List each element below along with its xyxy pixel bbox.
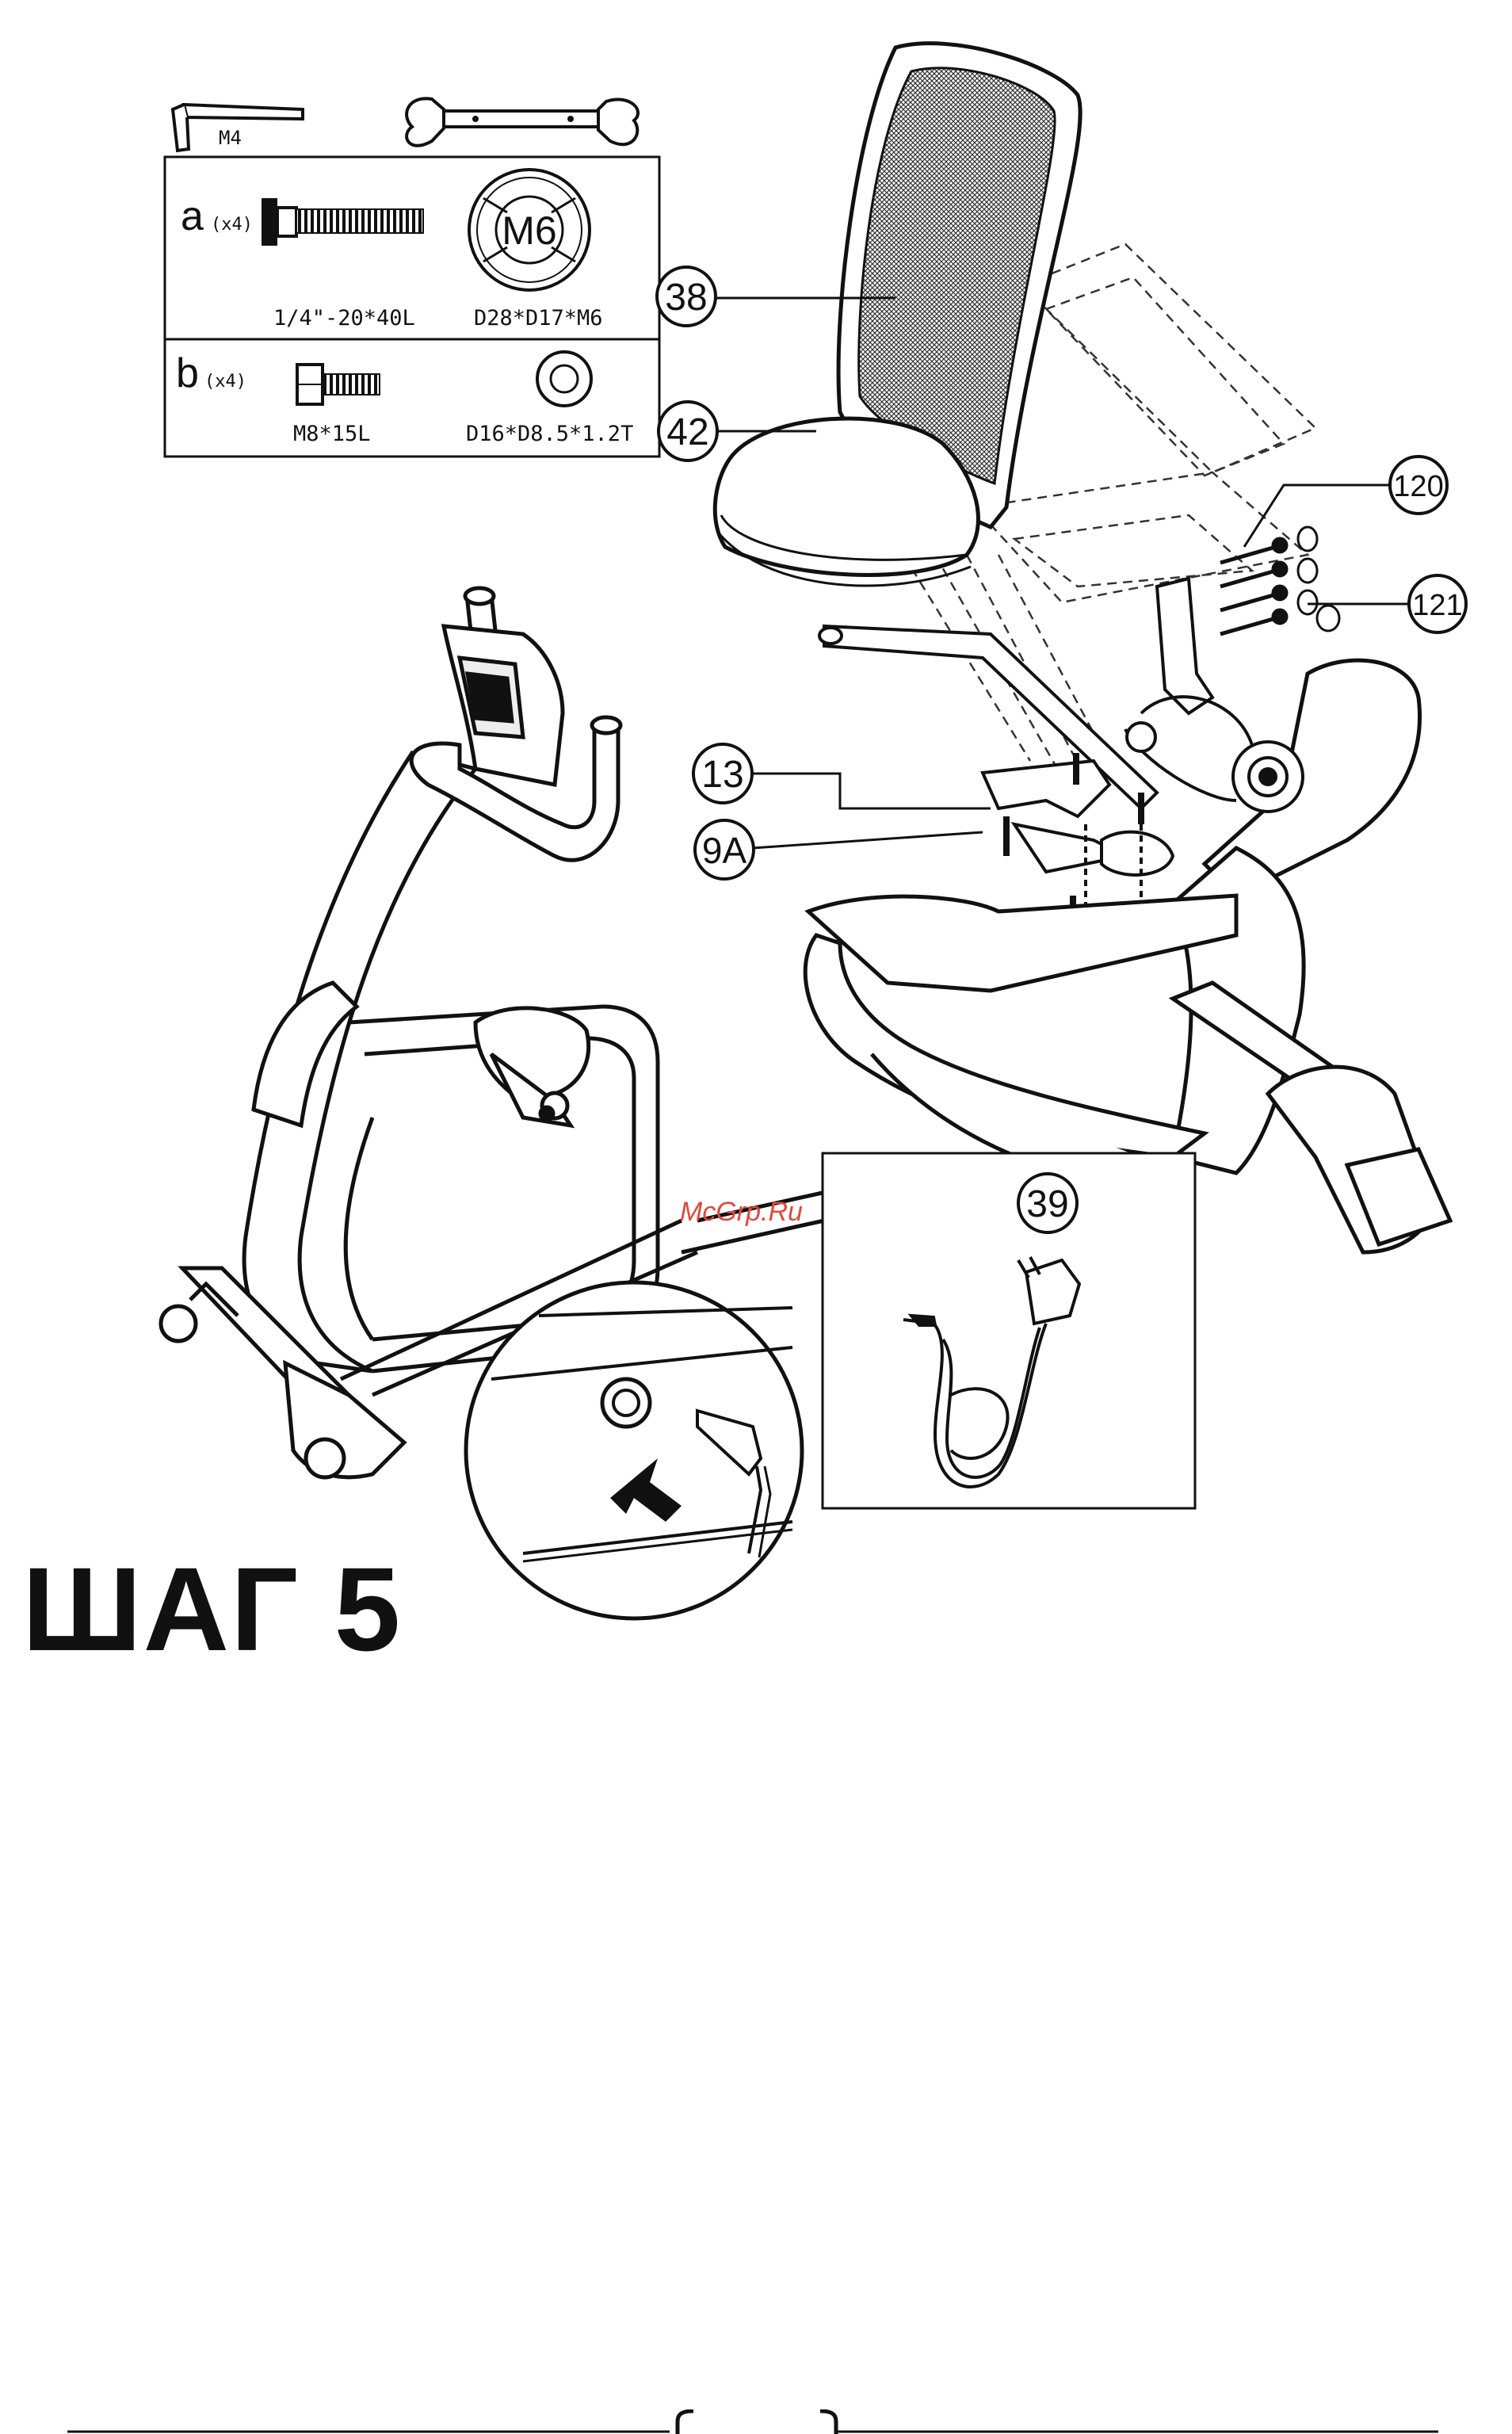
washer-mark: M6 bbox=[502, 208, 556, 253]
pedal bbox=[475, 1008, 589, 1125]
callout-120: 120 bbox=[1390, 457, 1447, 514]
step-title: ШАГ 5 bbox=[22, 1549, 402, 1668]
hardware-b-washer-spec: D16*D8.5*1.2T bbox=[466, 422, 633, 446]
hardware-a-washer-spec: D28*D17*M6 bbox=[474, 306, 603, 331]
svg-text:38: 38 bbox=[665, 277, 707, 319]
watermark: McGrp.Ru bbox=[680, 1197, 803, 1227]
hardware-b-bolt-spec: M8*15L bbox=[293, 422, 371, 446]
hardware-a-letter: a bbox=[181, 193, 204, 239]
allen-key-icon: M4 bbox=[173, 105, 303, 151]
assembly-diagram: M4 a (x4) 1/4"-20*40L M6 D28*D17*M6 b (x… bbox=[0, 0, 1512, 1744]
bolt-caps bbox=[1298, 527, 1339, 631]
svg-text:121: 121 bbox=[1412, 589, 1462, 622]
seat-bolts bbox=[1220, 539, 1286, 634]
seat-bracket bbox=[819, 626, 1173, 935]
callout-42: 42 bbox=[659, 402, 717, 460]
seat-cushion bbox=[715, 418, 978, 586]
m6-washer-icon: M6 bbox=[469, 170, 590, 290]
svg-text:39: 39 bbox=[1026, 1183, 1068, 1225]
hardware-a-bolt-spec: 1/4"-20*40L bbox=[273, 306, 415, 331]
hex-bolt-icon bbox=[297, 365, 380, 404]
callout-39: 39 bbox=[1018, 1174, 1077, 1232]
svg-text:42: 42 bbox=[666, 411, 708, 453]
hardware-a-qty: (x4) bbox=[211, 215, 253, 235]
hardware-b-letter: b bbox=[176, 350, 199, 396]
page-footer-rule bbox=[0, 2409, 1512, 2434]
flange-bolt-icon bbox=[262, 198, 423, 246]
svg-text:120: 120 bbox=[1393, 470, 1443, 503]
callout-13: 13 bbox=[693, 744, 752, 803]
hardware-b-qty: (x4) bbox=[204, 372, 246, 392]
adapter-detail-box bbox=[823, 1153, 1195, 1508]
callout-38: 38 bbox=[657, 267, 716, 326]
flat-washer-icon bbox=[537, 352, 591, 406]
svg-text:9A: 9A bbox=[702, 830, 747, 871]
callout-121: 121 bbox=[1409, 575, 1466, 632]
wrench-icon bbox=[407, 98, 638, 145]
callout-9a: 9A bbox=[695, 820, 754, 879]
zoom-circle-power-socket bbox=[466, 1282, 802, 1618]
allen-key-label: M4 bbox=[219, 127, 242, 149]
svg-text:13: 13 bbox=[701, 754, 743, 796]
